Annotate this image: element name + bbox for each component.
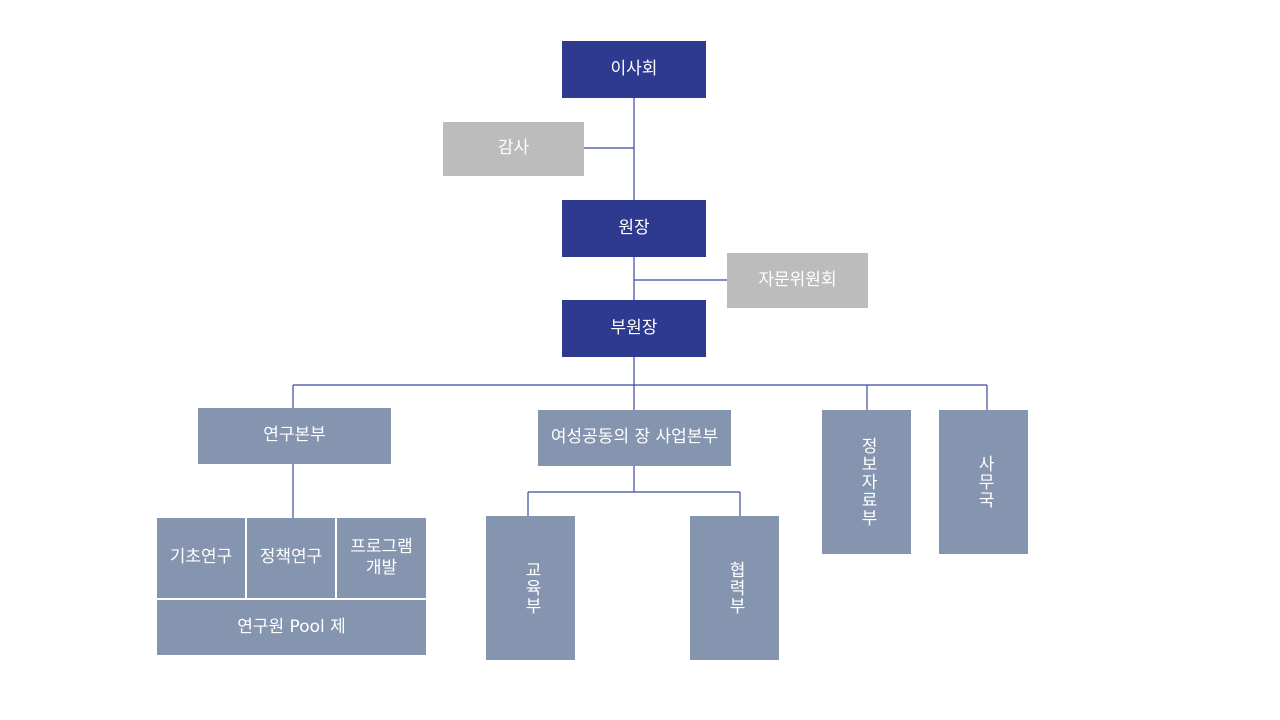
basic-research-box: 기초연구: [157, 518, 245, 598]
policy-research-box: 정책연구: [247, 518, 335, 598]
cooperation-dept-box: 협력부: [690, 516, 779, 660]
secretariat-box: 사무국: [939, 410, 1028, 554]
director-box: 원장: [562, 200, 706, 257]
info-dept-box: 정보자료부: [822, 410, 911, 554]
women-hq-box: 여성공동의 장 사업본부: [538, 410, 731, 466]
board-box: 이사회: [562, 41, 706, 98]
education-dept-box: 교육부: [486, 516, 575, 660]
research-hq-box: 연구본부: [198, 408, 391, 464]
researcher-pool-box: 연구원 Pool 제: [157, 600, 426, 655]
audit-box: 감사: [443, 122, 584, 176]
vice-director-box: 부원장: [562, 300, 706, 357]
advisory-committee-box: 자문위원회: [727, 253, 868, 308]
program-dev-box: 프로그램 개발: [337, 518, 426, 598]
